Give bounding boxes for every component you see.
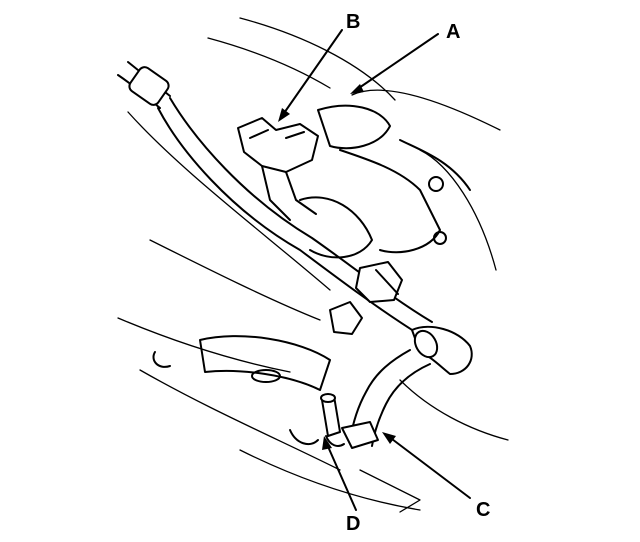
arrowhead-a — [350, 84, 364, 94]
leader-b — [281, 29, 343, 117]
arrowhead-d — [322, 436, 332, 450]
crossmember — [152, 335, 421, 513]
transmission-housing — [339, 139, 471, 254]
hose-c — [341, 325, 473, 449]
leader-a — [355, 33, 439, 91]
hose-a — [117, 61, 433, 336]
vehicle-body-outline — [117, 17, 509, 511]
callout-b: B — [346, 11, 360, 33]
hose-clips — [329, 261, 403, 335]
leader-d — [325, 441, 357, 511]
clamp-b — [237, 104, 391, 259]
leader-lines — [278, 29, 471, 511]
leader-c — [387, 435, 471, 499]
callout-d: D — [346, 513, 360, 535]
callout-c: C — [476, 499, 490, 521]
arrowhead-b — [278, 108, 290, 122]
arrowhead-c — [382, 432, 396, 444]
bolt-d — [320, 393, 345, 447]
callout-a: A — [446, 21, 460, 43]
